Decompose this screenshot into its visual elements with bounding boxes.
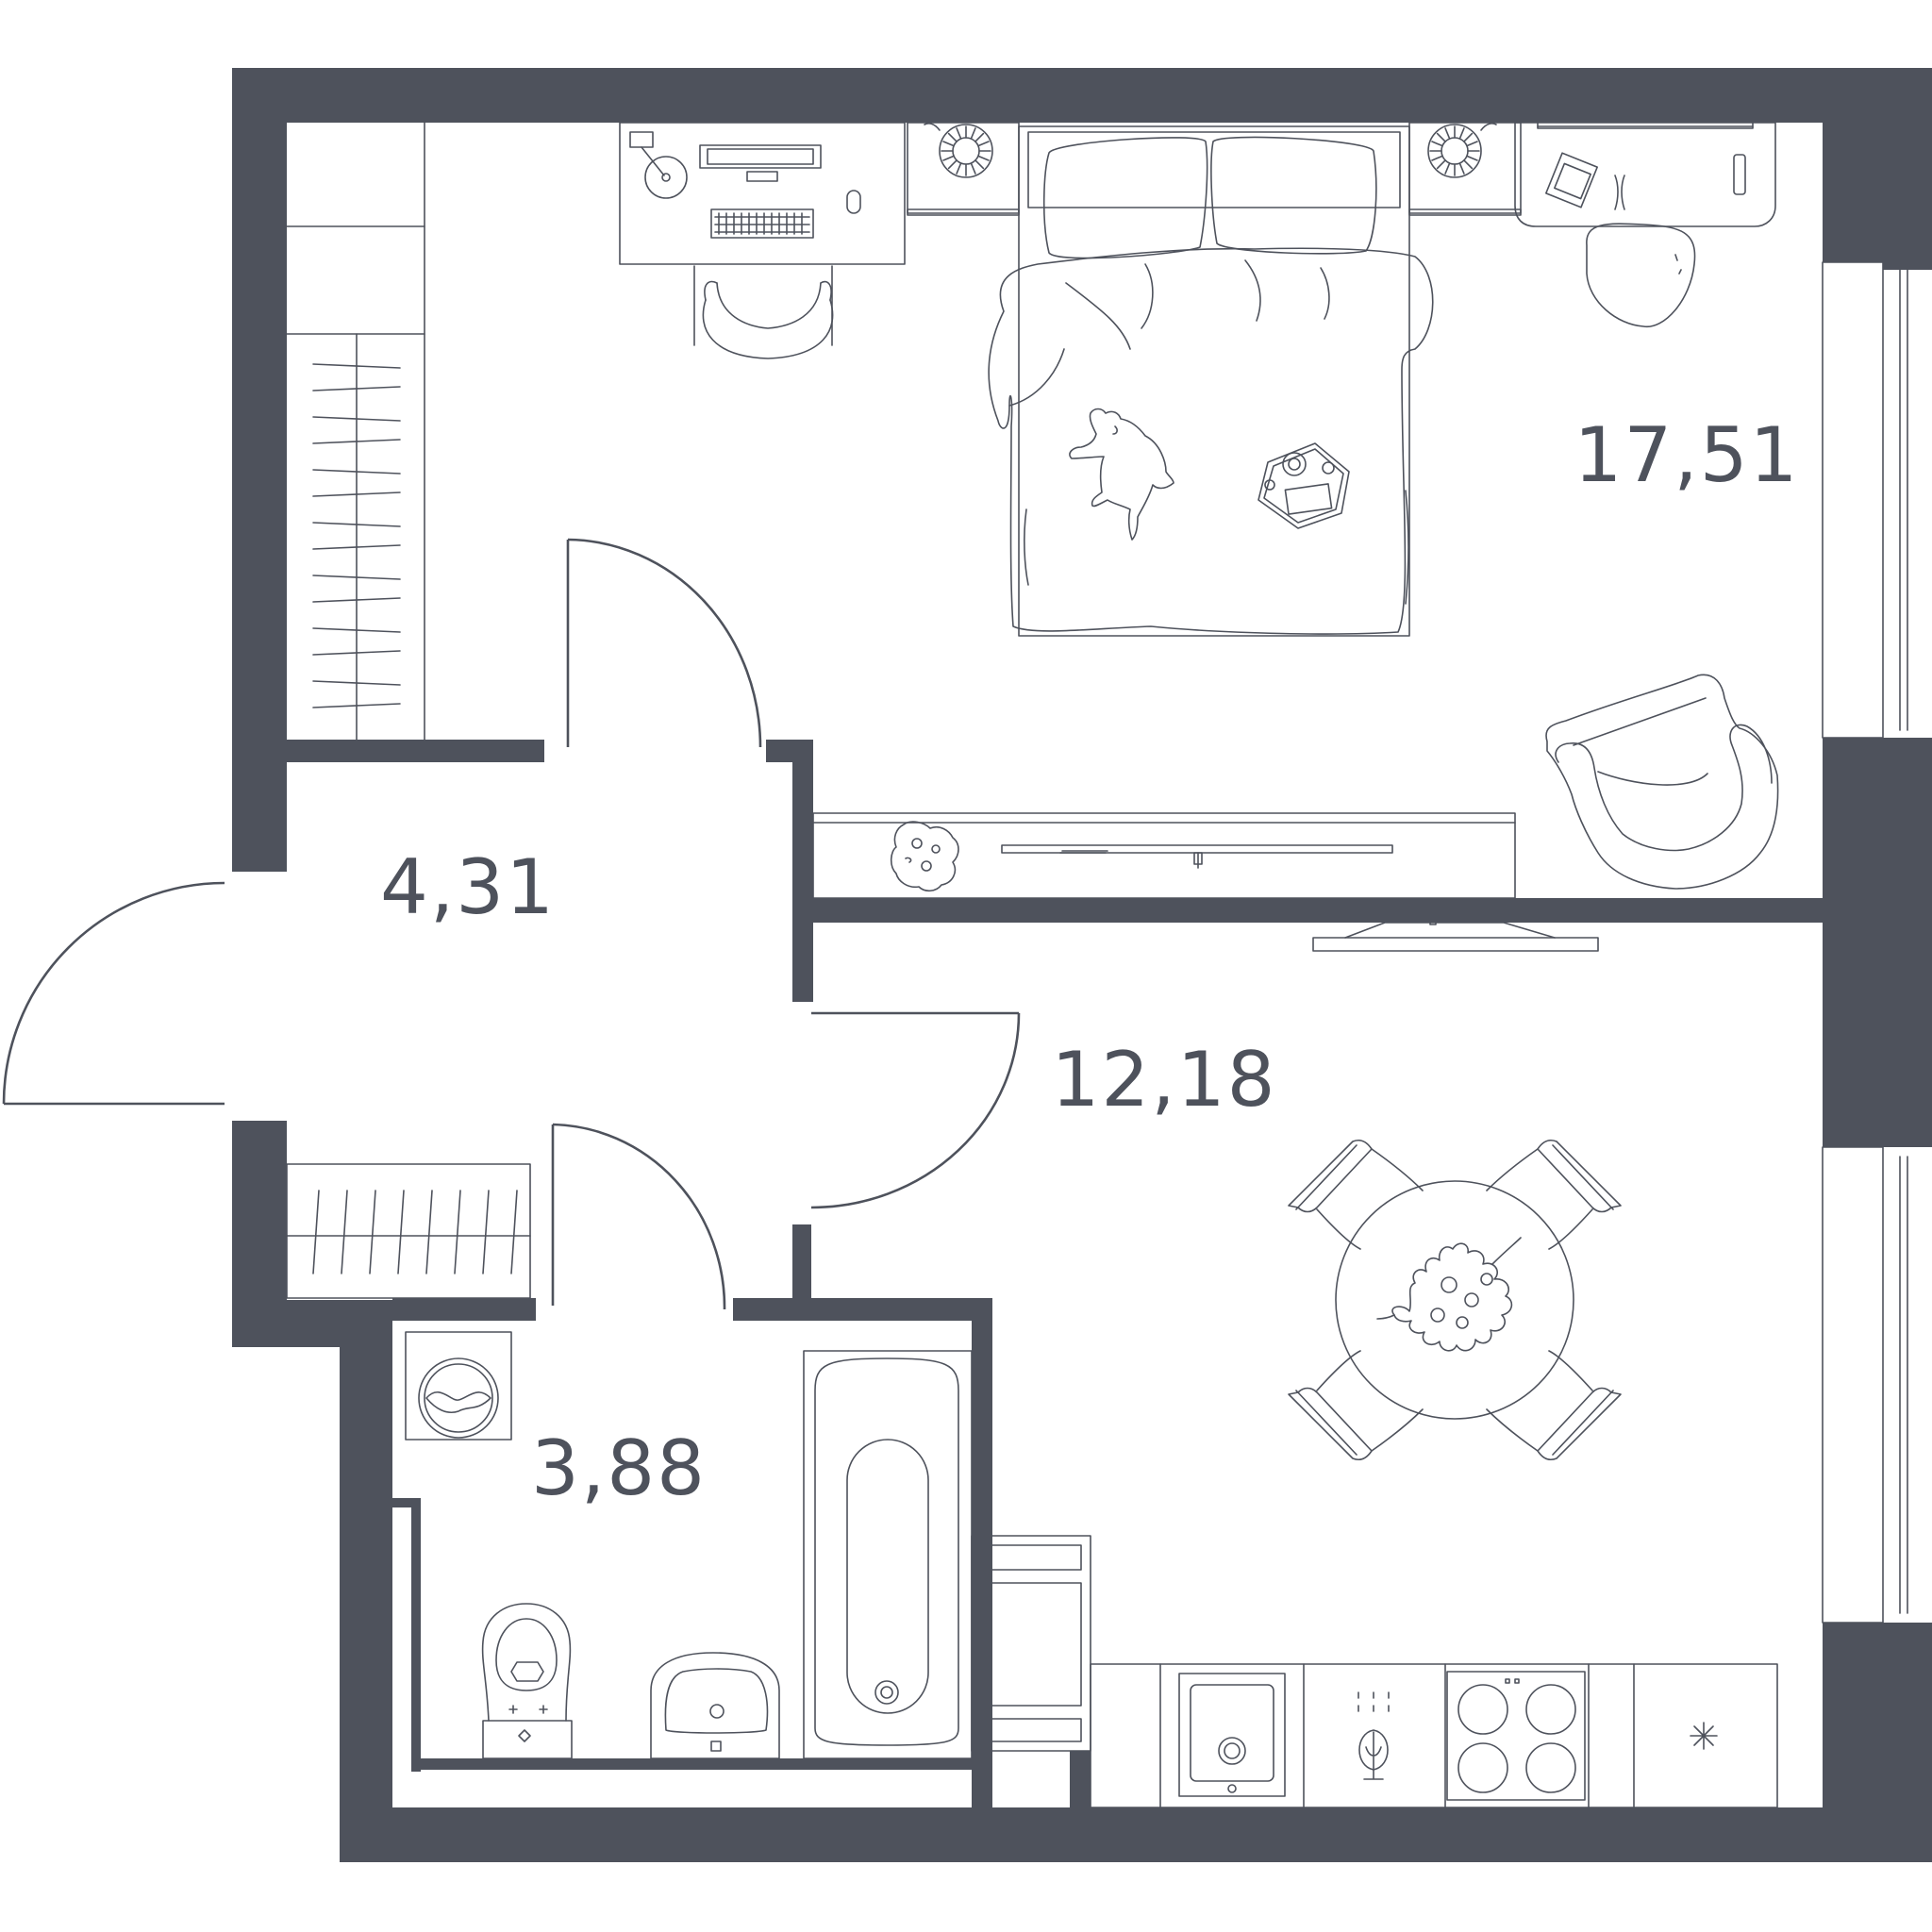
bathroom-wall-inner-vertical [411,1498,421,1772]
breakfast-tray [1257,442,1350,529]
area-label-bathroom: 3,88 [531,1424,707,1512]
desk-chair [693,265,834,359]
toilet [481,1603,573,1759]
outer-wall-right-corner-side [1883,68,1932,270]
desk [619,122,906,265]
hallway-furniture [286,1163,531,1299]
bathroom-wall-top-right [733,1298,991,1321]
bed [988,125,1434,637]
cooktop [1446,1671,1586,1801]
hall-living-wall-lower [792,1224,811,1302]
bathroom-wall-inner-left [392,1498,421,1507]
kitchen-counter [1090,1663,1778,1808]
dining-set [1288,1139,1622,1461]
hood-sparkle-icon [1690,1722,1718,1750]
cat-illustration [1069,408,1174,541]
outer-wall-top [232,68,1823,123]
area-labels: 17,51 4,31 12,18 3,88 [380,411,1799,1512]
flower-arrangement [1376,1237,1522,1352]
bathroom-fixtures [405,1331,973,1759]
outer-wall-left-upper [232,68,287,872]
doors [2,538,1021,1310]
nightstand-right [1408,122,1522,216]
wardrobe [286,122,425,741]
bathroom-wall-right [972,1298,992,1807]
outer-wall-bottom [340,1807,1932,1862]
kitchen-sink [1178,1673,1286,1797]
dining-chair-bottom-right [1486,1350,1622,1461]
area-label-hallway: 4,31 [380,843,556,931]
bedroom-door [566,538,762,748]
armchair [1545,674,1779,890]
hall-living-wall-upper [792,740,813,1002]
bedroom-furniture [286,120,1779,899]
dressing-table [1514,120,1776,328]
bathtub [803,1350,973,1759]
entrance-door [2,881,225,1106]
fridge [971,1535,1091,1752]
bedroom-living-wall [792,898,1823,923]
wall-tv [1312,920,1599,952]
window-living [1822,1146,1908,1624]
tv-cabinet [812,812,1516,899]
window-bedroom [1822,261,1908,739]
nightstand-left [907,122,1020,216]
dining-chair-bottom-left [1288,1350,1424,1461]
sink [650,1652,780,1759]
dining-chair-top-left [1288,1139,1424,1250]
bedroom-wall-bottom-left [287,740,544,762]
dining-chair-top-right [1486,1139,1622,1250]
washing-machine [405,1331,512,1441]
area-label-kitchen-living: 12,18 [1051,1036,1276,1124]
area-label-bedroom: 17,51 [1574,411,1799,499]
outer-wall-left-bottom [340,1300,392,1862]
kitchen-wall-stub [1070,1751,1091,1807]
dishwasher [1357,1691,1390,1780]
walls [232,68,1932,1862]
shoe-rack [286,1163,531,1299]
bathroom-wall-top-left [392,1298,536,1321]
windows [1822,261,1908,1624]
bathroom-wall-inner-bottom [411,1758,972,1770]
bathroom-door [551,1123,726,1310]
living-kitchen-furniture [971,920,1778,1808]
plant-pot [890,821,959,892]
outer-wall-right-middle [1823,738,1932,1147]
outer-wall-right-bottom [1823,1623,1932,1862]
living-door [810,1011,1021,1209]
